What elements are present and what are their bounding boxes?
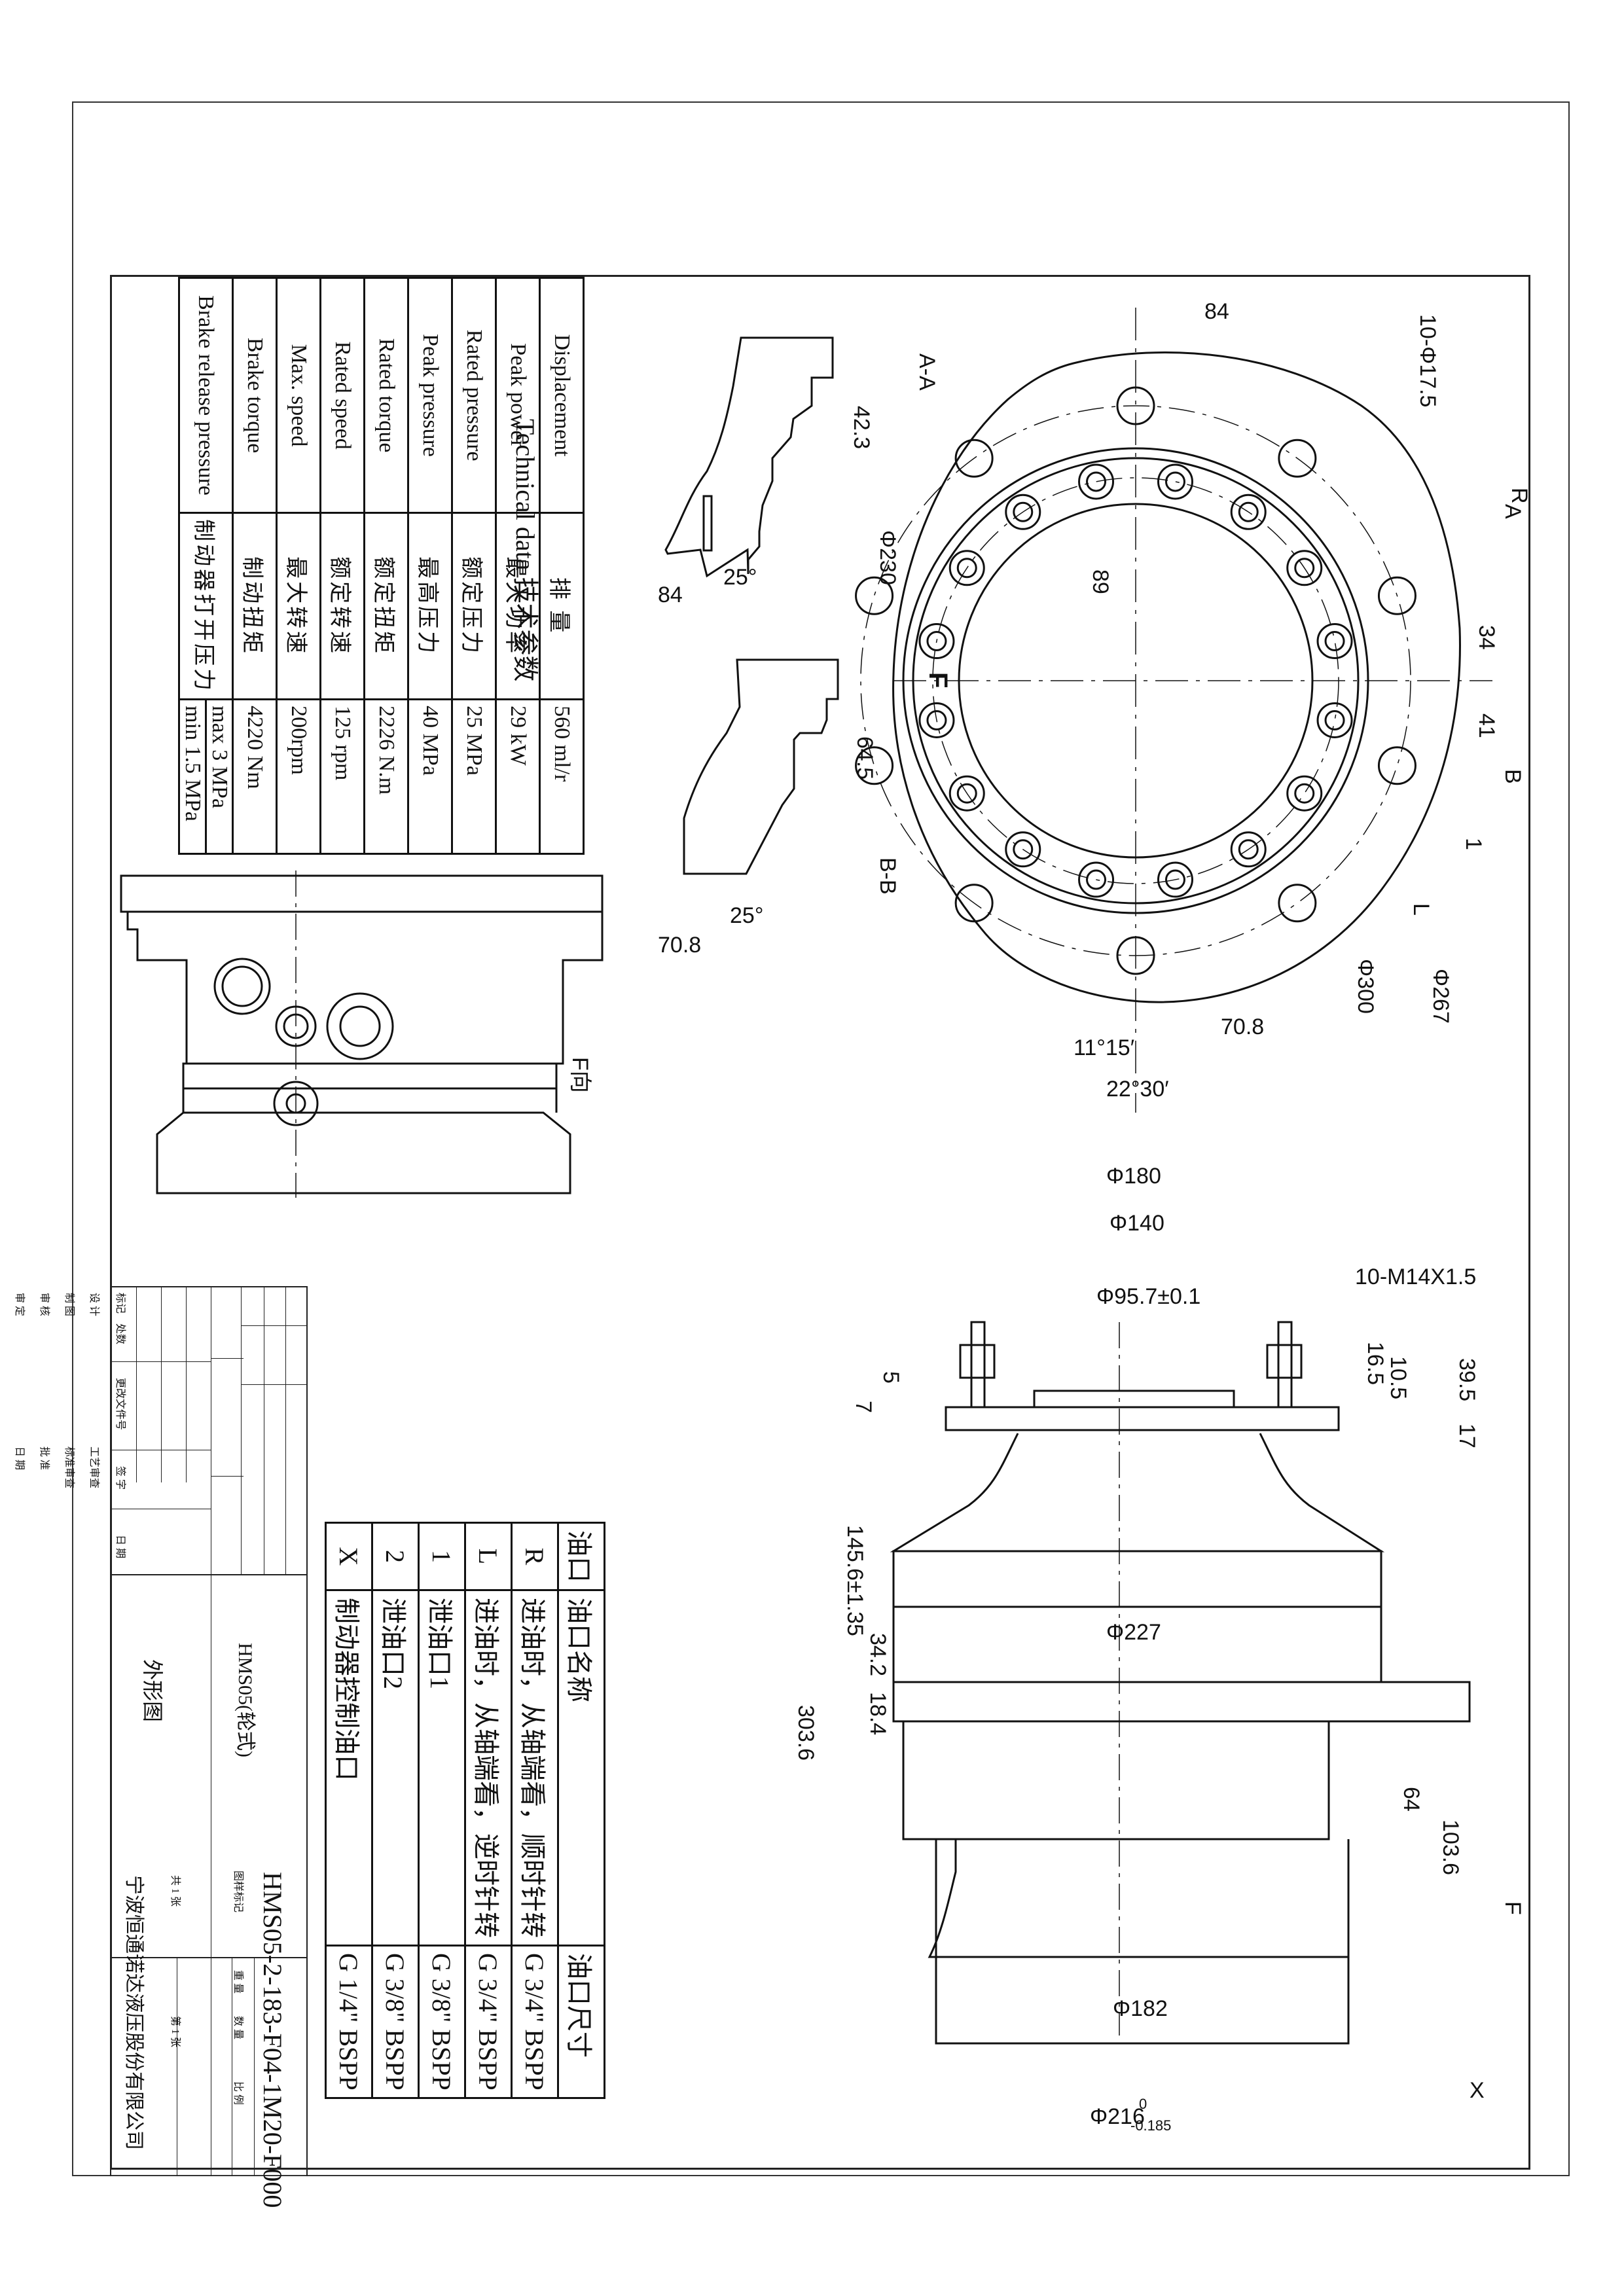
field-scale: 比 例: [232, 2081, 244, 2106]
tech-param-zh: 制动扭矩: [232, 512, 277, 700]
tech-param-en: Brake release pressure: [179, 278, 233, 513]
port-size: G 3/8" BSPP: [418, 1945, 465, 2098]
port-name: 泄油口1: [418, 1590, 465, 1946]
tech-value: 4220 Nm: [243, 706, 267, 789]
tech-param-zh: 额定压力: [452, 512, 496, 700]
tech-param-en: Peak pressure: [408, 278, 452, 513]
revision-header-sign: 签 字: [115, 1466, 126, 1490]
tech-param-zh: 额定扭矩: [364, 512, 408, 700]
tech-value: max 3 MPa: [208, 706, 232, 808]
port-name: 制动器控制油口: [325, 1590, 372, 1946]
role-drafting: 制 图: [63, 1293, 75, 1317]
company-name: 宁波恒通诺达液压股份有限公司: [123, 1875, 145, 2150]
tech-param-value: 40 MPa: [408, 699, 452, 854]
tech-param-value: 4220 Nm: [232, 699, 277, 854]
port-name: 泄油口2: [372, 1590, 419, 1946]
tech-param-en: Rated pressure: [452, 278, 496, 513]
tech-value: 560 ml/r: [550, 706, 574, 782]
tech-param-value: 125 rpm: [320, 699, 365, 854]
field-quantity: 数 量: [232, 2016, 244, 2040]
tech-value: 40 MPa: [418, 706, 442, 776]
tech-param-zh: 最大转速: [276, 512, 321, 700]
role-approve: 审 定: [14, 1293, 25, 1317]
technical-data-title: Technical data 技术参数: [511, 419, 540, 682]
tech-param-en: Max. speed: [276, 278, 321, 513]
role-standard-review: 标准审查: [63, 1446, 75, 1489]
revision-header-docno: 更改文件号: [115, 1378, 126, 1431]
tech-value: 125 rpm: [331, 706, 355, 781]
role-authorize: 批 准: [39, 1446, 50, 1471]
revision-header-mark: 标记: [115, 1293, 126, 1314]
tech-param-value: 2226 N.m: [364, 699, 408, 854]
header-port: 油口: [558, 1522, 605, 1590]
tech-param-value: 25 MPa: [452, 699, 496, 854]
field-drawing-mark: 图样标记: [232, 1871, 244, 1913]
port-size: G 1/4" BSPP: [325, 1945, 372, 2098]
port-name: 进油时，从轴端看，逆时针转: [465, 1590, 512, 1946]
title-block: [110, 1286, 308, 2176]
port-id: L: [465, 1522, 512, 1590]
port-size: G 3/8" BSPP: [372, 1945, 419, 2098]
role-design: 设 计: [88, 1293, 99, 1317]
tech-value: 2226 N.m: [374, 706, 399, 795]
tech-param-zh: 最高压力: [408, 512, 452, 700]
tech-value-min: min 1.5 MPa: [180, 700, 207, 853]
port-size: G 3/4" BSPP: [511, 1945, 558, 2098]
tech-param-en: Rated torque: [364, 278, 408, 513]
tech-param-value: 29 kW: [496, 699, 540, 854]
port-name: 进油时，从轴端看，顺时针转: [511, 1590, 558, 1946]
product-name: HMS05(轮式): [234, 1643, 256, 1758]
role-check: 审 核: [39, 1293, 50, 1317]
drawing-number: HMS05-2-183-F04-1M20-F000: [258, 1872, 287, 2208]
sheet-total: 共 1 张: [170, 1875, 181, 1907]
tech-param-value: 560 ml/r: [539, 699, 584, 854]
port-id: X: [325, 1522, 372, 1590]
tech-value: 200rpm: [287, 706, 311, 775]
revision-header-count: 处数: [115, 1323, 126, 1345]
tech-param-en: Rated speed: [320, 278, 365, 513]
header-port-size: 油口尺寸: [558, 1945, 605, 2098]
port-id: R: [511, 1522, 558, 1590]
header-port-name: 油口名称: [558, 1590, 605, 1946]
tech-value: 25 MPa: [462, 706, 486, 776]
port-id: 2: [372, 1522, 419, 1590]
tech-value: 29 kW: [506, 706, 530, 766]
port-id: 1: [418, 1522, 465, 1590]
drawing-outer-border: [72, 101, 1570, 2176]
sheet-current: 第 1 张: [170, 2016, 181, 2048]
revision-header-date: 日 期: [115, 1535, 126, 1559]
tech-param-value: 200rpm: [276, 699, 321, 854]
ports-header-row: 油口 油口名称 油口尺寸: [558, 1522, 605, 2098]
port-size: G 3/4" BSPP: [465, 1945, 512, 2098]
tech-param-zh: 额定转速: [320, 512, 365, 700]
role-process-review: 工艺审查: [88, 1446, 99, 1489]
tech-param-zh: 制动器打开压力: [179, 512, 233, 700]
field-weight: 重 量: [232, 1970, 244, 1994]
tech-param-en: Brake torque: [232, 278, 277, 513]
drawing-inner-border: [110, 275, 1530, 2170]
role-date: 日 期: [14, 1446, 25, 1471]
drawing-name: 外形图: [141, 1659, 164, 1723]
